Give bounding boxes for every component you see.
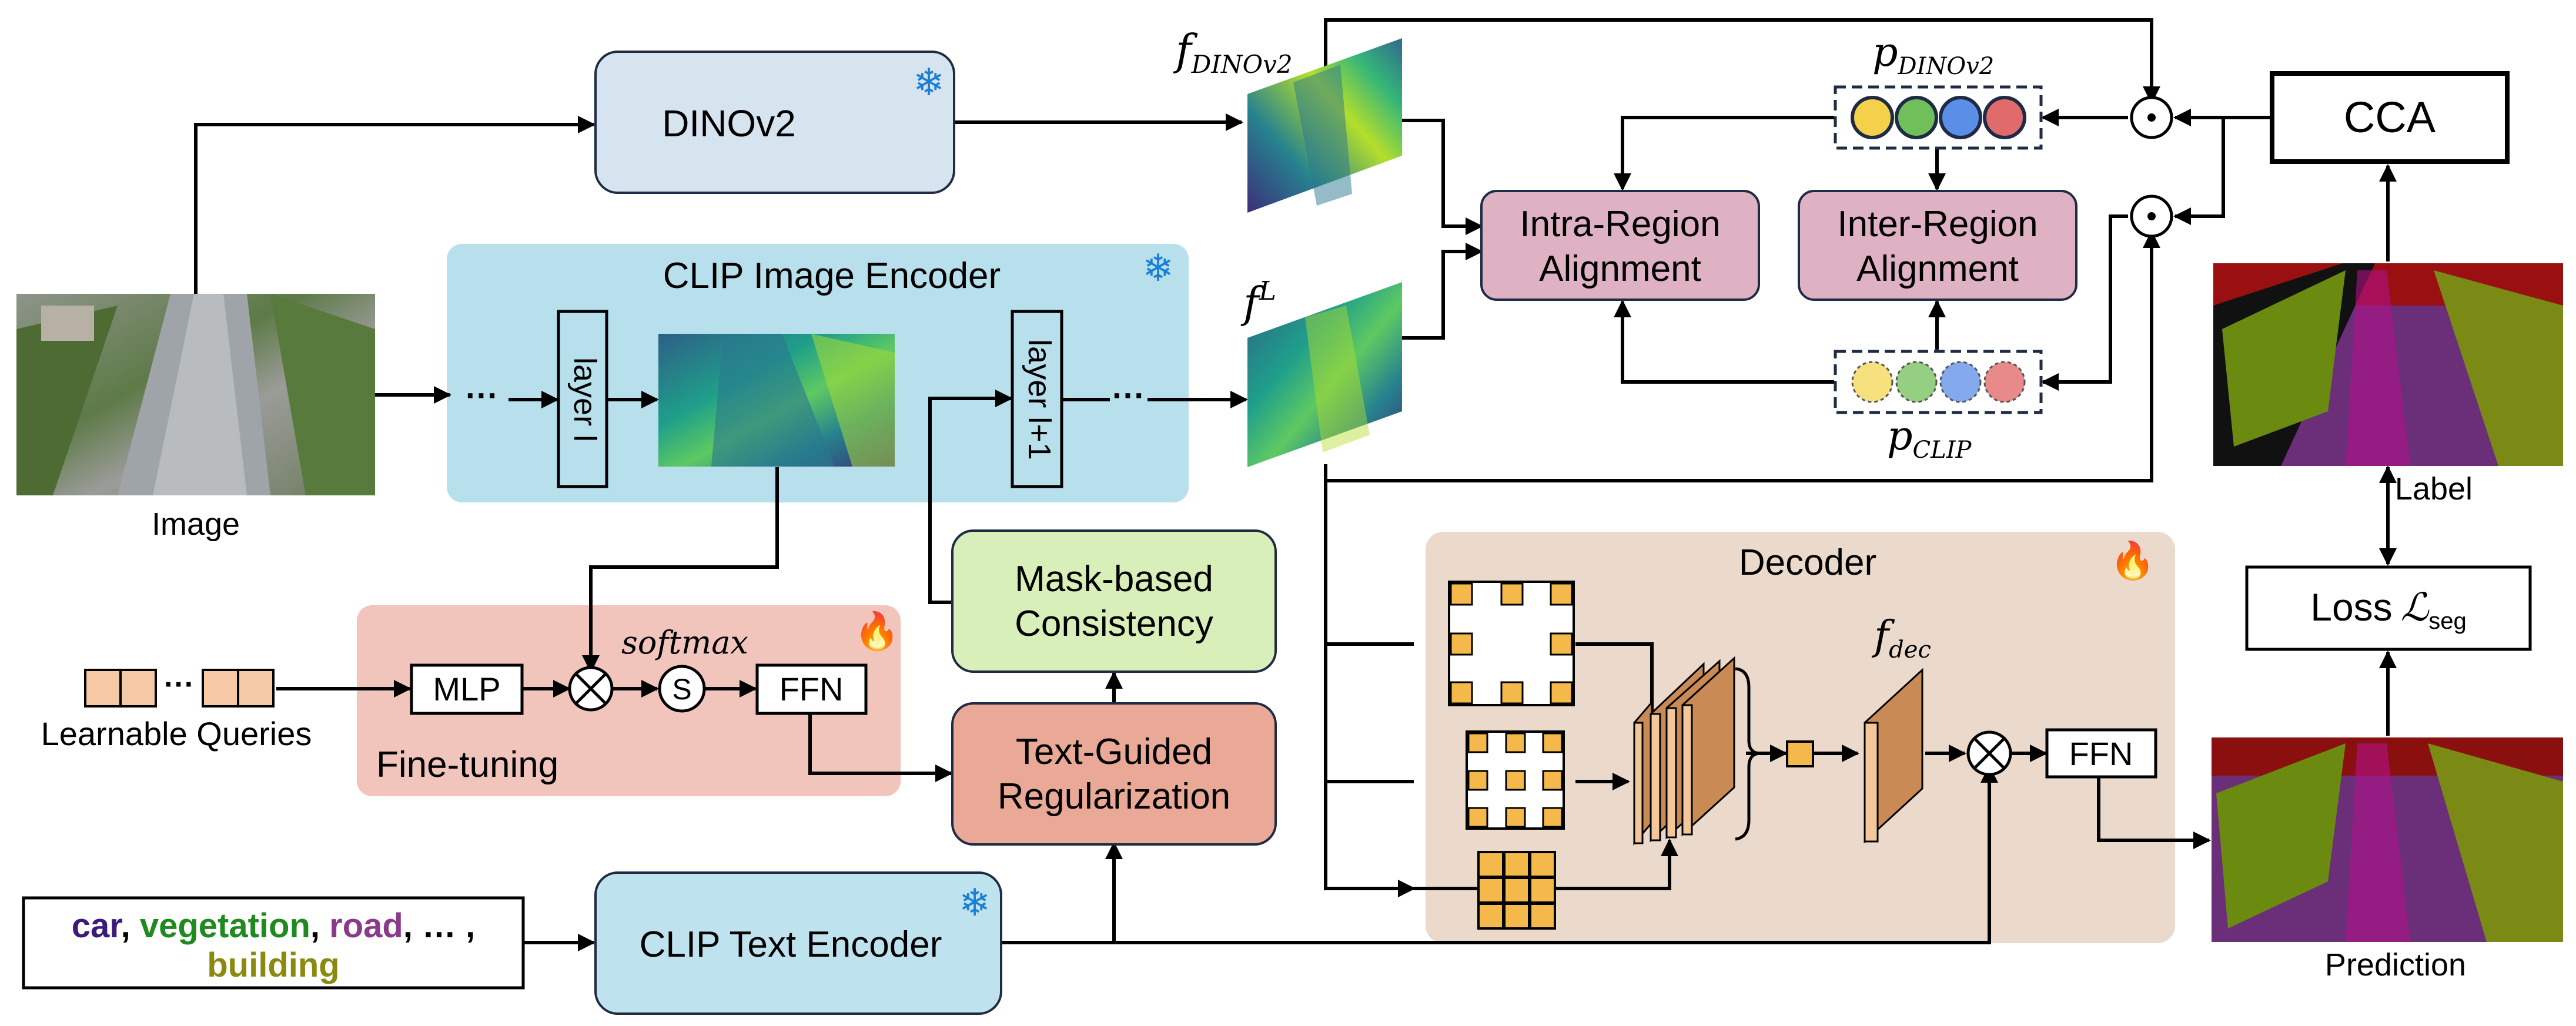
text-guided-regularization-box	[951, 702, 1277, 846]
learnable-query-tokens	[84, 669, 275, 708]
class-name-token: building	[207, 946, 340, 984]
image-label: Image	[152, 507, 240, 542]
layer-l-label: layer l	[567, 357, 603, 442]
flame-icon: 🔥	[854, 610, 899, 652]
intra-region-alignment-box	[1480, 190, 1760, 301]
snowflake-icon: ❄	[913, 61, 945, 103]
mlp-box	[410, 663, 524, 715]
softmax-label: softmax	[621, 624, 748, 661]
multiscale-feature-stack	[1633, 656, 1735, 846]
layer-l1-box	[1011, 310, 1063, 488]
decoder-grid-fine	[1477, 851, 1556, 930]
class-name-token: ,	[121, 907, 140, 945]
prediction-caption: Prediction	[2325, 947, 2466, 983]
softmax-operator	[658, 665, 706, 713]
decoder-grid-medium	[1466, 730, 1565, 830]
f-l-symbol: fL	[1240, 276, 1276, 327]
mlp-label: MLP	[433, 670, 500, 708]
softmax-symbol: S	[672, 673, 691, 706]
ellipsis: ···	[466, 377, 499, 414]
p-clip-symbol: pCLIP	[1887, 413, 1972, 464]
dinov2-box	[594, 51, 955, 194]
layer-l1-label: layer l+1	[1022, 339, 1057, 460]
f-dinov2-symbol: fDINOv2	[1173, 25, 1293, 79]
ffn-label-decoder: FFN	[2069, 735, 2133, 772]
clip-feature-map	[658, 334, 895, 467]
f-dec-block	[1864, 668, 1923, 844]
class-names-box	[22, 896, 525, 990]
clip-text-encoder-label: CLIP Text Encoder	[640, 924, 942, 965]
class-name-token: road	[329, 907, 403, 945]
fine-tuning-label: Fine-tuning	[376, 745, 558, 785]
cca-box	[2270, 71, 2510, 164]
mask-consistency-box	[951, 529, 1277, 673]
class-name-token: , … ,	[403, 907, 475, 945]
class-name-token: vegetation	[140, 907, 310, 945]
ffn-label-finetune: FFN	[780, 670, 844, 708]
label-caption: Label	[2395, 471, 2473, 507]
class-name-token: ,	[310, 907, 329, 945]
f-dinov2-map	[1247, 38, 1402, 213]
elementwise-product-bottom	[2130, 195, 2173, 238]
decoder-matmul-operator	[1966, 730, 2012, 776]
class-name-token: car	[72, 907, 123, 945]
connectors	[194, 18, 2397, 951]
clip-text-encoder-box	[594, 871, 1002, 1015]
queries-ellipsis: ···	[164, 668, 195, 702]
merge-brace	[1735, 667, 1761, 841]
input-image	[16, 294, 375, 495]
loss-box	[2245, 565, 2532, 651]
class-names-line2: building	[207, 946, 340, 984]
class-names-line1: car, vegetation, road, … ,	[72, 907, 476, 945]
elementwise-product-top	[2130, 96, 2173, 139]
p-dinov2-prototypes	[1834, 85, 2043, 150]
decoder-title: Decoder	[1739, 542, 1876, 583]
label-segmentation-map	[2213, 263, 2563, 466]
p-clip-prototypes	[1834, 350, 2043, 414]
pooled-token	[1786, 740, 1814, 767]
layer-l-box	[557, 310, 608, 488]
clip-image-encoder-title: CLIP Image Encoder	[663, 256, 1001, 296]
decoder-grid-coarse	[1448, 581, 1575, 706]
dinov2-label: DINOv2	[662, 102, 796, 145]
inter-region-alignment-box	[1798, 190, 2077, 301]
f-l-map	[1247, 282, 1402, 467]
matmul-operator	[568, 666, 614, 712]
cca-label: CCA	[2344, 93, 2436, 142]
f-dec-symbol: fdec	[1871, 613, 1931, 663]
snowflake-icon: ❄	[1142, 247, 1174, 289]
flame-icon: 🔥	[2110, 539, 2155, 581]
ffn-box-decoder	[2045, 728, 2157, 779]
p-dinov2-symbol: pDINOv2	[1872, 29, 1994, 80]
ffn-box-finetune	[755, 663, 868, 715]
prediction-segmentation-map	[2212, 737, 2563, 942]
fine-tuning-panel	[357, 605, 901, 796]
ellipsis: ···	[1112, 377, 1145, 414]
learnable-queries-label: Learnable Queries	[41, 715, 312, 752]
snowflake-icon: ❄	[959, 881, 991, 924]
